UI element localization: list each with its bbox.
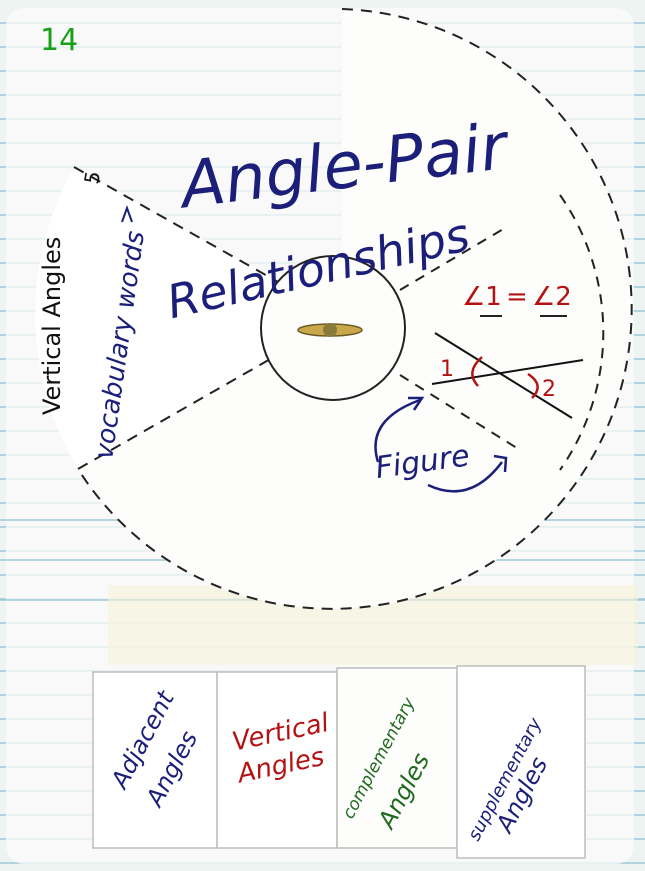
vocabulary-wedge [35, 167, 342, 469]
arrow-curve-icon [374, 398, 421, 463]
arrow-curve-icon [427, 461, 504, 493]
equation-equals: = [506, 282, 528, 312]
arrow-head-icon [408, 396, 425, 411]
figure-line [431, 359, 584, 385]
page-number: 14 [40, 23, 78, 58]
figure-line [434, 332, 573, 419]
arrow-head-icon [493, 454, 508, 473]
window-cut-line [399, 227, 506, 291]
flap-complementary-angles[interactable]: complementary Angles [336, 667, 458, 849]
side-number: 5 [79, 169, 105, 186]
flap-adjacent-angles[interactable]: Adjacent Angles [92, 671, 218, 849]
equation-right: ∠2 [532, 282, 572, 312]
side-label-vertical-angles: Vertical Angles [38, 237, 66, 415]
window-cut-arc [559, 194, 605, 471]
angle-arc-2 [527, 372, 539, 399]
angle-label-2: 2 [542, 377, 556, 402]
brad-head [323, 323, 337, 337]
angle-arc-1 [471, 356, 483, 387]
angle-label-1: 1 [440, 357, 454, 382]
window-cut-line [399, 374, 521, 451]
arrow-up-icon [121, 205, 133, 223]
flap-supplementary-angles[interactable]: supplementary Angles [456, 665, 586, 859]
equation-left: ∠1 [462, 282, 502, 312]
wheel-outline [77, 8, 633, 610]
flap-vertical-angles[interactable]: Vertical Angles [216, 671, 338, 849]
